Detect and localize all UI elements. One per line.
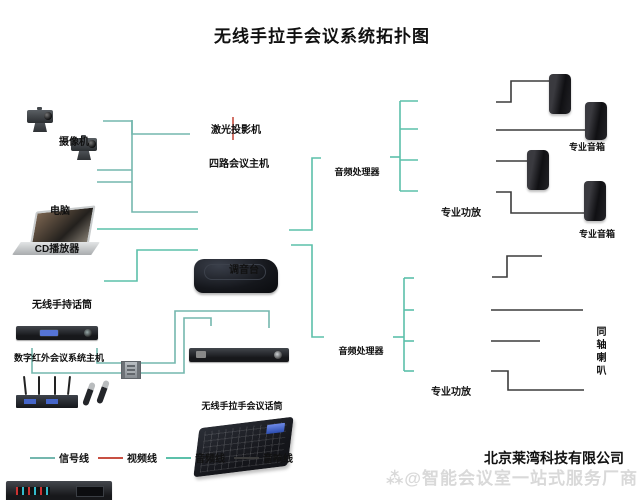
computer-label: 电脑 bbox=[50, 206, 70, 217]
company-name: 北京莱湾科技有限公司 bbox=[484, 450, 624, 466]
legend-label: 音响线 bbox=[263, 454, 293, 465]
legend-label: 音频线 bbox=[195, 454, 225, 465]
ir-conference-host-icon bbox=[6, 481, 112, 500]
legend-label: 信号线 bbox=[59, 454, 89, 465]
wireless-mic-receiver-icon bbox=[16, 375, 112, 412]
watermark-icon: ⁂ bbox=[386, 469, 405, 488]
conference-host-4ch-icon bbox=[189, 348, 289, 362]
audio-processor-label: 音频处理器 bbox=[338, 346, 384, 356]
legend-item: 音频线 bbox=[166, 450, 225, 465]
laptop-icon bbox=[12, 205, 107, 257]
pro-speaker-top-label: 专业音箱 bbox=[568, 142, 605, 152]
legend-item: 信号线 bbox=[30, 450, 89, 465]
video-line-swatch bbox=[98, 456, 123, 459]
signal-line-swatch bbox=[30, 456, 55, 459]
ptz-camera-icon bbox=[68, 135, 100, 163]
page-title: 无线手拉手会议系统拓扑图 bbox=[214, 27, 430, 46]
legend-label: 视频线 bbox=[127, 454, 157, 465]
audio-line-swatch bbox=[166, 456, 191, 459]
legend-item: 音响线 bbox=[234, 450, 293, 465]
audio-processor-label: 音频处理器 bbox=[334, 167, 380, 177]
coaxial-speaker-label: 同轴喇叭 bbox=[594, 326, 605, 378]
handinhand-conf-mic-label: 无线手拉手会议话筒 bbox=[201, 401, 283, 411]
laser-projector-label: 激光投影机 bbox=[211, 125, 261, 136]
junction-box-icon bbox=[121, 361, 141, 379]
speaker-icon bbox=[549, 74, 571, 114]
watermark: ⁂@智能会议室一站式服务厂商 bbox=[386, 464, 638, 489]
amp-group-top-label: 专业功放 bbox=[441, 208, 481, 219]
speaker-icon bbox=[584, 181, 606, 221]
amp-group-bottom-label: 专业功放 bbox=[431, 387, 471, 398]
watermark-text: @智能会议室一站式服务厂商 bbox=[404, 469, 638, 488]
laser-projector-icon bbox=[194, 259, 278, 293]
handheld-mic-icon bbox=[82, 381, 96, 407]
speaker-line-swatch bbox=[234, 456, 259, 459]
pro-speaker-mid-label: 专业音箱 bbox=[578, 229, 615, 239]
camera-label: 摄像机 bbox=[59, 137, 89, 148]
ir-conference-host-label: 数字红外会议系统主机 bbox=[13, 353, 104, 363]
cd-player-label: CD播放器 bbox=[34, 244, 80, 255]
handheld-mic-icon bbox=[96, 379, 110, 405]
cd-player-icon bbox=[16, 326, 98, 340]
conference-host-4ch-label: 四路会议主机 bbox=[209, 159, 269, 170]
legend: 信号线 视频线 音频线 音响线 bbox=[30, 450, 293, 465]
wireless-handheld-mic-label: 无线手持话筒 bbox=[32, 300, 92, 311]
speaker-icon bbox=[527, 150, 549, 190]
ptz-camera-icon bbox=[24, 107, 56, 135]
speaker-icon bbox=[585, 102, 607, 140]
mixer-label: 调音台 bbox=[229, 265, 259, 276]
legend-item: 视频线 bbox=[98, 450, 157, 465]
